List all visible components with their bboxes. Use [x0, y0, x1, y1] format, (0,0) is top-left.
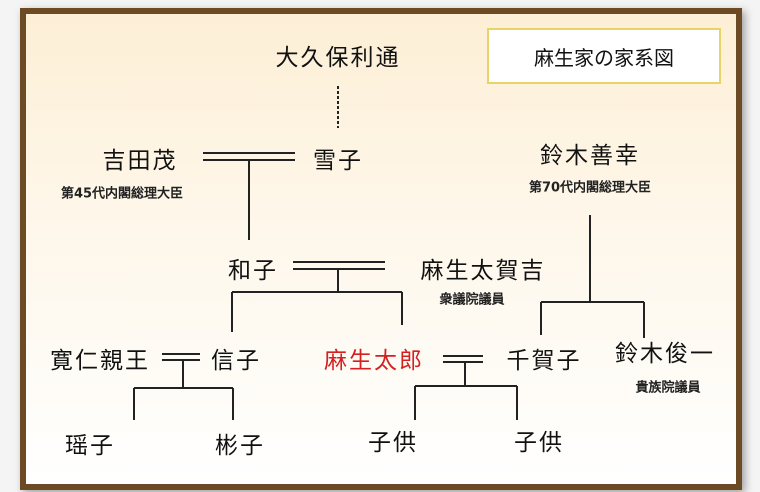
aso-takakichi-note: 衆議院議員 — [439, 292, 505, 308]
person-akiko: 彬子 — [215, 433, 265, 459]
taro-marriage-line — [443, 355, 483, 363]
aso-children-lines — [231, 269, 403, 332]
diagram-title: 麻生家の家系図 — [487, 28, 721, 84]
person-child-2: 子供 — [514, 430, 564, 456]
person-aso-taro: 麻生太郎 — [324, 348, 424, 374]
taro-children-lines — [414, 362, 518, 420]
person-yukiko: 雪子 — [313, 148, 363, 174]
person-chikako: 千賀子 — [506, 348, 582, 374]
yoshida-marriage-line — [203, 152, 295, 161]
person-yoshida: 吉田茂 — [102, 148, 178, 174]
suzuki-zenko-note: 第70代内閣総理大臣 — [528, 180, 652, 196]
person-aso-takakichi: 麻生太賀吉 — [420, 258, 546, 284]
person-okubo: 大久保利通 — [275, 45, 401, 71]
person-nobuko: 信子 — [211, 348, 261, 374]
kazuko-marriage-line — [293, 261, 385, 270]
person-kazuko: 和子 — [228, 258, 278, 284]
person-suzuki-zenko: 鈴木善幸 — [540, 143, 640, 169]
tomohito-children-lines — [133, 360, 234, 420]
suzuki-shunichi-note: 貴族院議員 — [635, 380, 701, 396]
yoshida-note: 第45代内閣総理大臣 — [60, 186, 184, 202]
suzuki-children-lines — [540, 215, 645, 338]
diagram-frame — [20, 8, 742, 490]
person-tomohito: 寛仁親王 — [50, 348, 150, 374]
person-suzuki-shunichi: 鈴木俊一 — [615, 341, 715, 367]
person-yoko: 瑶子 — [65, 433, 115, 459]
person-child-1: 子供 — [368, 430, 418, 456]
tomohito-marriage-line — [162, 353, 200, 361]
